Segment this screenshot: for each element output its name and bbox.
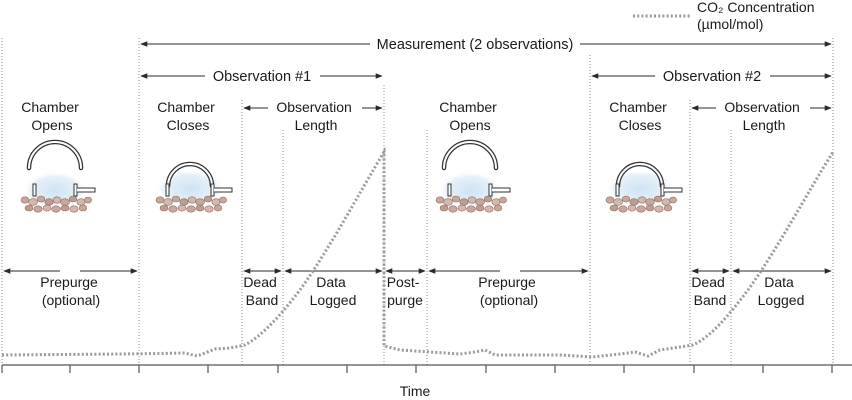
chamber-opens-1-line1: Chamber (21, 99, 79, 115)
phase-boundaries (1, 38, 834, 365)
postpurge-label: Post- purge (387, 274, 424, 308)
data-logged-2-label: Data Logged (758, 274, 805, 308)
chamber-closes-1-line1: Chamber (157, 99, 215, 115)
chamber-closed-icon (606, 164, 682, 212)
postpurge-line2: purge (387, 292, 423, 308)
chamber-closes-2-line2: Closes (619, 117, 662, 133)
prepurge-1-line2: (optional) (42, 292, 100, 308)
observation-1-label: Observation #1 (213, 69, 311, 85)
observation-length-2-line1: Observation (724, 99, 799, 115)
data-logged-2-line2: Logged (758, 292, 805, 308)
chamber-opens-1-line2: Opens (31, 117, 72, 133)
data-logged-1-line1: Data (316, 274, 346, 290)
prepurge-1-label: Prepurge (optional) (40, 274, 101, 308)
chamber-closes-1-label: Chamber Closes (157, 99, 218, 133)
prepurge-2-label: Prepurge (optional) (478, 274, 539, 308)
observation-2-label: Observation #2 (663, 69, 761, 85)
data-logged-1-line2: Logged (310, 292, 357, 308)
chamber-closes-1-line2: Closes (167, 117, 210, 133)
observation-length-2-line2: Length (743, 117, 786, 133)
legend-units: (µmol/mol) (697, 16, 763, 32)
dead-band-2-line2: Band (694, 292, 727, 308)
dead-band-2-label: Dead Band (691, 274, 728, 308)
postpurge-line1: Post- (387, 274, 420, 290)
phase-labels: Chamber Opens Chamber Closes Observation… (21, 99, 803, 133)
dead-band-1-line1: Dead (243, 274, 276, 290)
chamber-opens-2-line1: Chamber (439, 99, 497, 115)
observation-length-1-label: Observation Length (276, 99, 355, 133)
legend-label: CO₂ Concentration (697, 0, 815, 15)
dead-band-1-line2: Band (246, 292, 279, 308)
chamber-opens-2-line2: Opens (449, 117, 490, 133)
chamber-closes-2-line1: Chamber (609, 99, 667, 115)
chamber-open-icon (436, 142, 510, 212)
chamber-opens-1-label: Chamber Opens (21, 99, 82, 133)
chamber-opens-2-label: Chamber Opens (439, 99, 500, 133)
chamber-closes-2-label: Chamber Closes (609, 99, 670, 133)
time-axis: Time (1, 364, 852, 399)
prepurge-2-line2: (optional) (480, 292, 538, 308)
observation-length-2-label: Observation Length (724, 99, 803, 133)
observation-length-1-line2: Length (295, 117, 338, 133)
dead-band-1-label: Dead Band (243, 274, 280, 308)
observation-2-span: Observation #2 (591, 69, 832, 85)
bottom-phase-labels: Prepurge (optional) Dead Band Data Logge… (40, 274, 804, 308)
co2-curve (1, 146, 835, 359)
chamber-closed-icon (156, 164, 232, 212)
measurement-label: Measurement (2 observations) (377, 37, 574, 53)
prepurge-2-line1: Prepurge (478, 274, 536, 290)
x-axis-label: Time (400, 383, 431, 399)
legend: CO₂ Concentration (µmol/mol) (633, 0, 815, 32)
observation-1-span: Observation #1 (140, 69, 383, 85)
chamber-open-icon (21, 142, 95, 212)
dead-band-2-line1: Dead (691, 274, 724, 290)
data-logged-1-label: Data Logged (310, 274, 357, 308)
observation-length-1-line1: Observation (276, 99, 351, 115)
measurement-span: Measurement (2 observations) (140, 37, 832, 53)
prepurge-1-line1: Prepurge (40, 274, 98, 290)
data-logged-2-line1: Data (764, 274, 794, 290)
